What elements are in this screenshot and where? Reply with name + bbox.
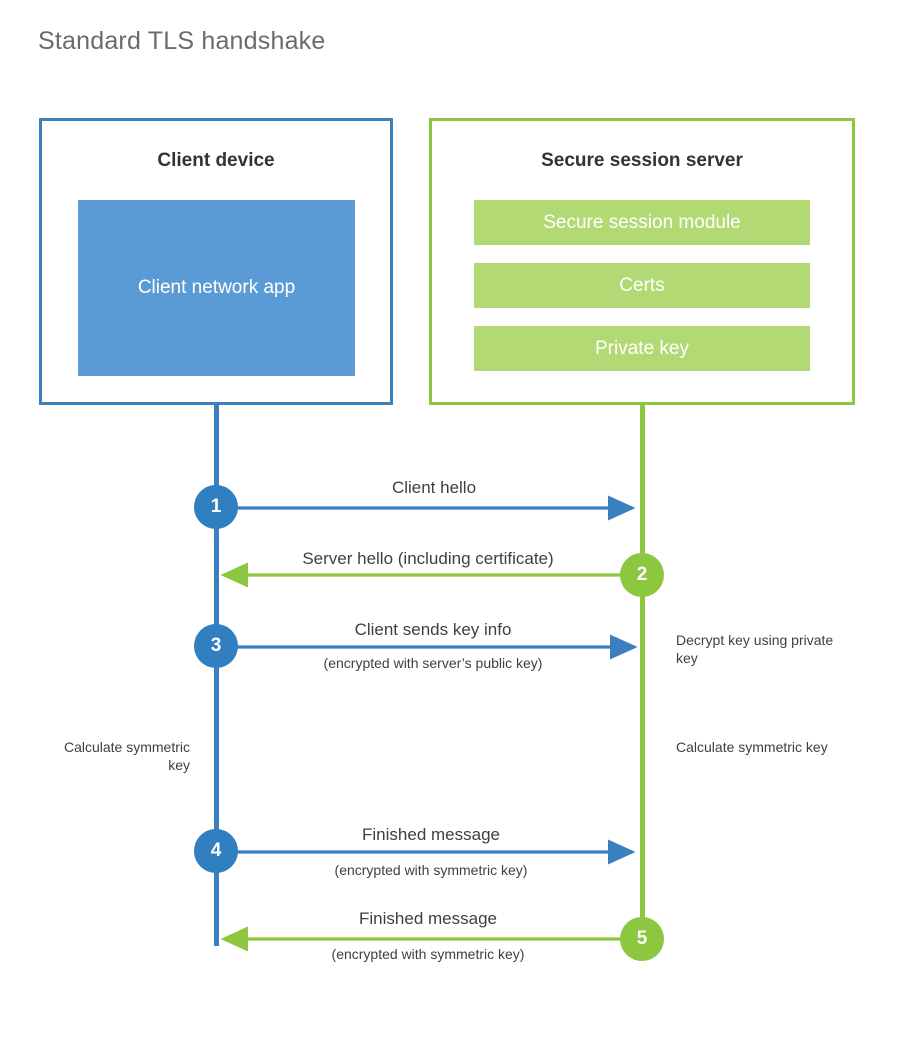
secure-session-server-title: Secure session server <box>541 150 743 171</box>
client-device-box: Client device Client network app <box>39 118 393 405</box>
client-device-title: Client device <box>157 150 275 171</box>
client-lifeline <box>214 402 219 946</box>
page-title: Standard TLS handshake <box>38 27 326 55</box>
message-label-step-4: Finished message <box>362 825 500 844</box>
server-lifeline <box>640 402 645 939</box>
message-label-step-3: Client sends key info <box>354 620 512 639</box>
note-decrypt-key: Decrypt key using private key <box>676 632 834 666</box>
server-component-secure-session-module: Secure session module <box>474 200 810 245</box>
step-circle-2: 2 <box>620 553 664 597</box>
step-circle-5: 5 <box>620 917 664 961</box>
client-network-app-block: Client network app <box>78 200 355 376</box>
server-component-certs: Certs <box>474 263 810 308</box>
step-circle-1: 1 <box>194 485 238 529</box>
message-label-step-5: Finished message <box>359 909 497 928</box>
message-label-step-1: Client hello <box>391 478 477 497</box>
server-component-private-key: Private key <box>474 326 810 371</box>
secure-session-server-box: Secure session server Secure session mod… <box>429 118 855 405</box>
step-circle-3: 3 <box>194 624 238 668</box>
note-calculate-symmetric-key-client: Calculate symmetric key <box>63 739 190 773</box>
message-sublabel-step-4: (encrypted with symmetric key) <box>334 862 528 878</box>
message-sublabel-step-3: (encrypted with server’s public key) <box>323 655 543 671</box>
step-circle-4: 4 <box>194 829 238 873</box>
message-label-step-2: Server hello (including certificate) <box>302 549 554 568</box>
note-calculate-symmetric-key-server: Calculate symmetric key <box>676 739 828 755</box>
message-sublabel-step-5: (encrypted with symmetric key) <box>331 946 525 962</box>
